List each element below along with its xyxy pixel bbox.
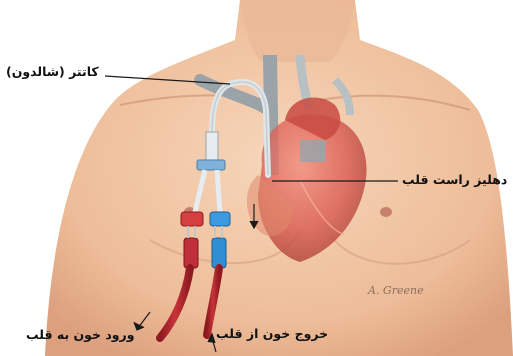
right-atrium-label: دهلیز راست قلب <box>402 172 507 187</box>
connector-red <box>184 238 198 268</box>
blood-in-label: ورود خون به قلب <box>26 327 135 342</box>
clamp-red <box>181 212 203 226</box>
clamp-blue <box>210 212 230 226</box>
catheter-hub <box>197 160 225 170</box>
blood-out-label: خروج خون از قلب <box>216 326 328 341</box>
connector-blue <box>212 238 226 268</box>
artist-signature: A. Greene <box>368 284 424 297</box>
nipple-right <box>380 207 392 217</box>
catheter-label: کاتتر (شالدون) <box>6 64 99 79</box>
